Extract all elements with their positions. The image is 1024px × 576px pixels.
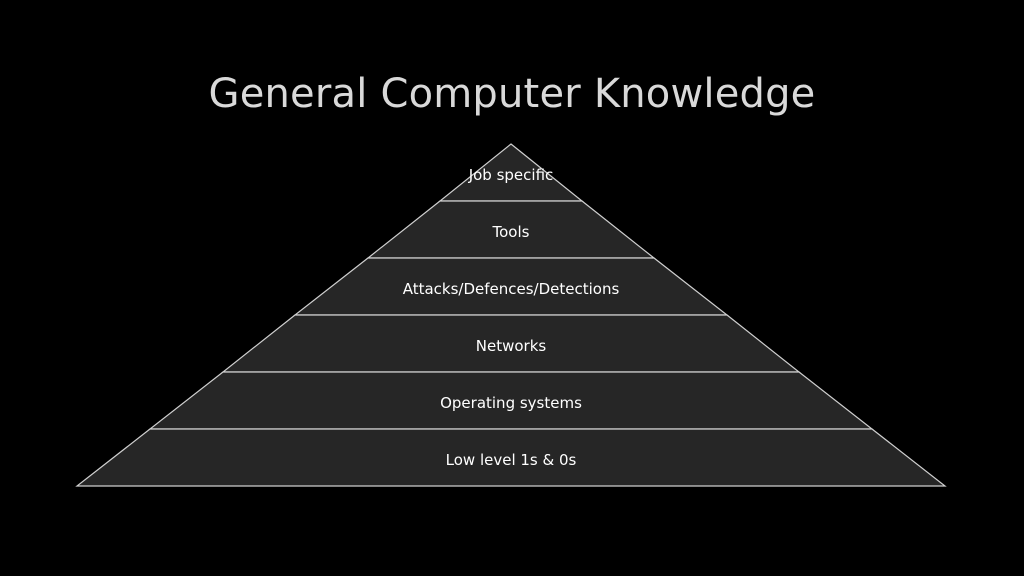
- layer-label-job-specific: Job specific: [468, 166, 554, 184]
- layer-label-low-level: Low level 1s & 0s: [446, 451, 577, 469]
- pyramid-layer-low-level: [75, 428, 947, 487]
- slide-title: General Computer Knowledge: [208, 71, 816, 117]
- layer-label-networks: Networks: [476, 337, 547, 355]
- layer-label-operating-systems: Operating systems: [440, 394, 582, 412]
- layer-label-tools: Tools: [492, 223, 530, 241]
- layer-label-attacks-defences-detections: Attacks/Defences/Detections: [403, 280, 620, 298]
